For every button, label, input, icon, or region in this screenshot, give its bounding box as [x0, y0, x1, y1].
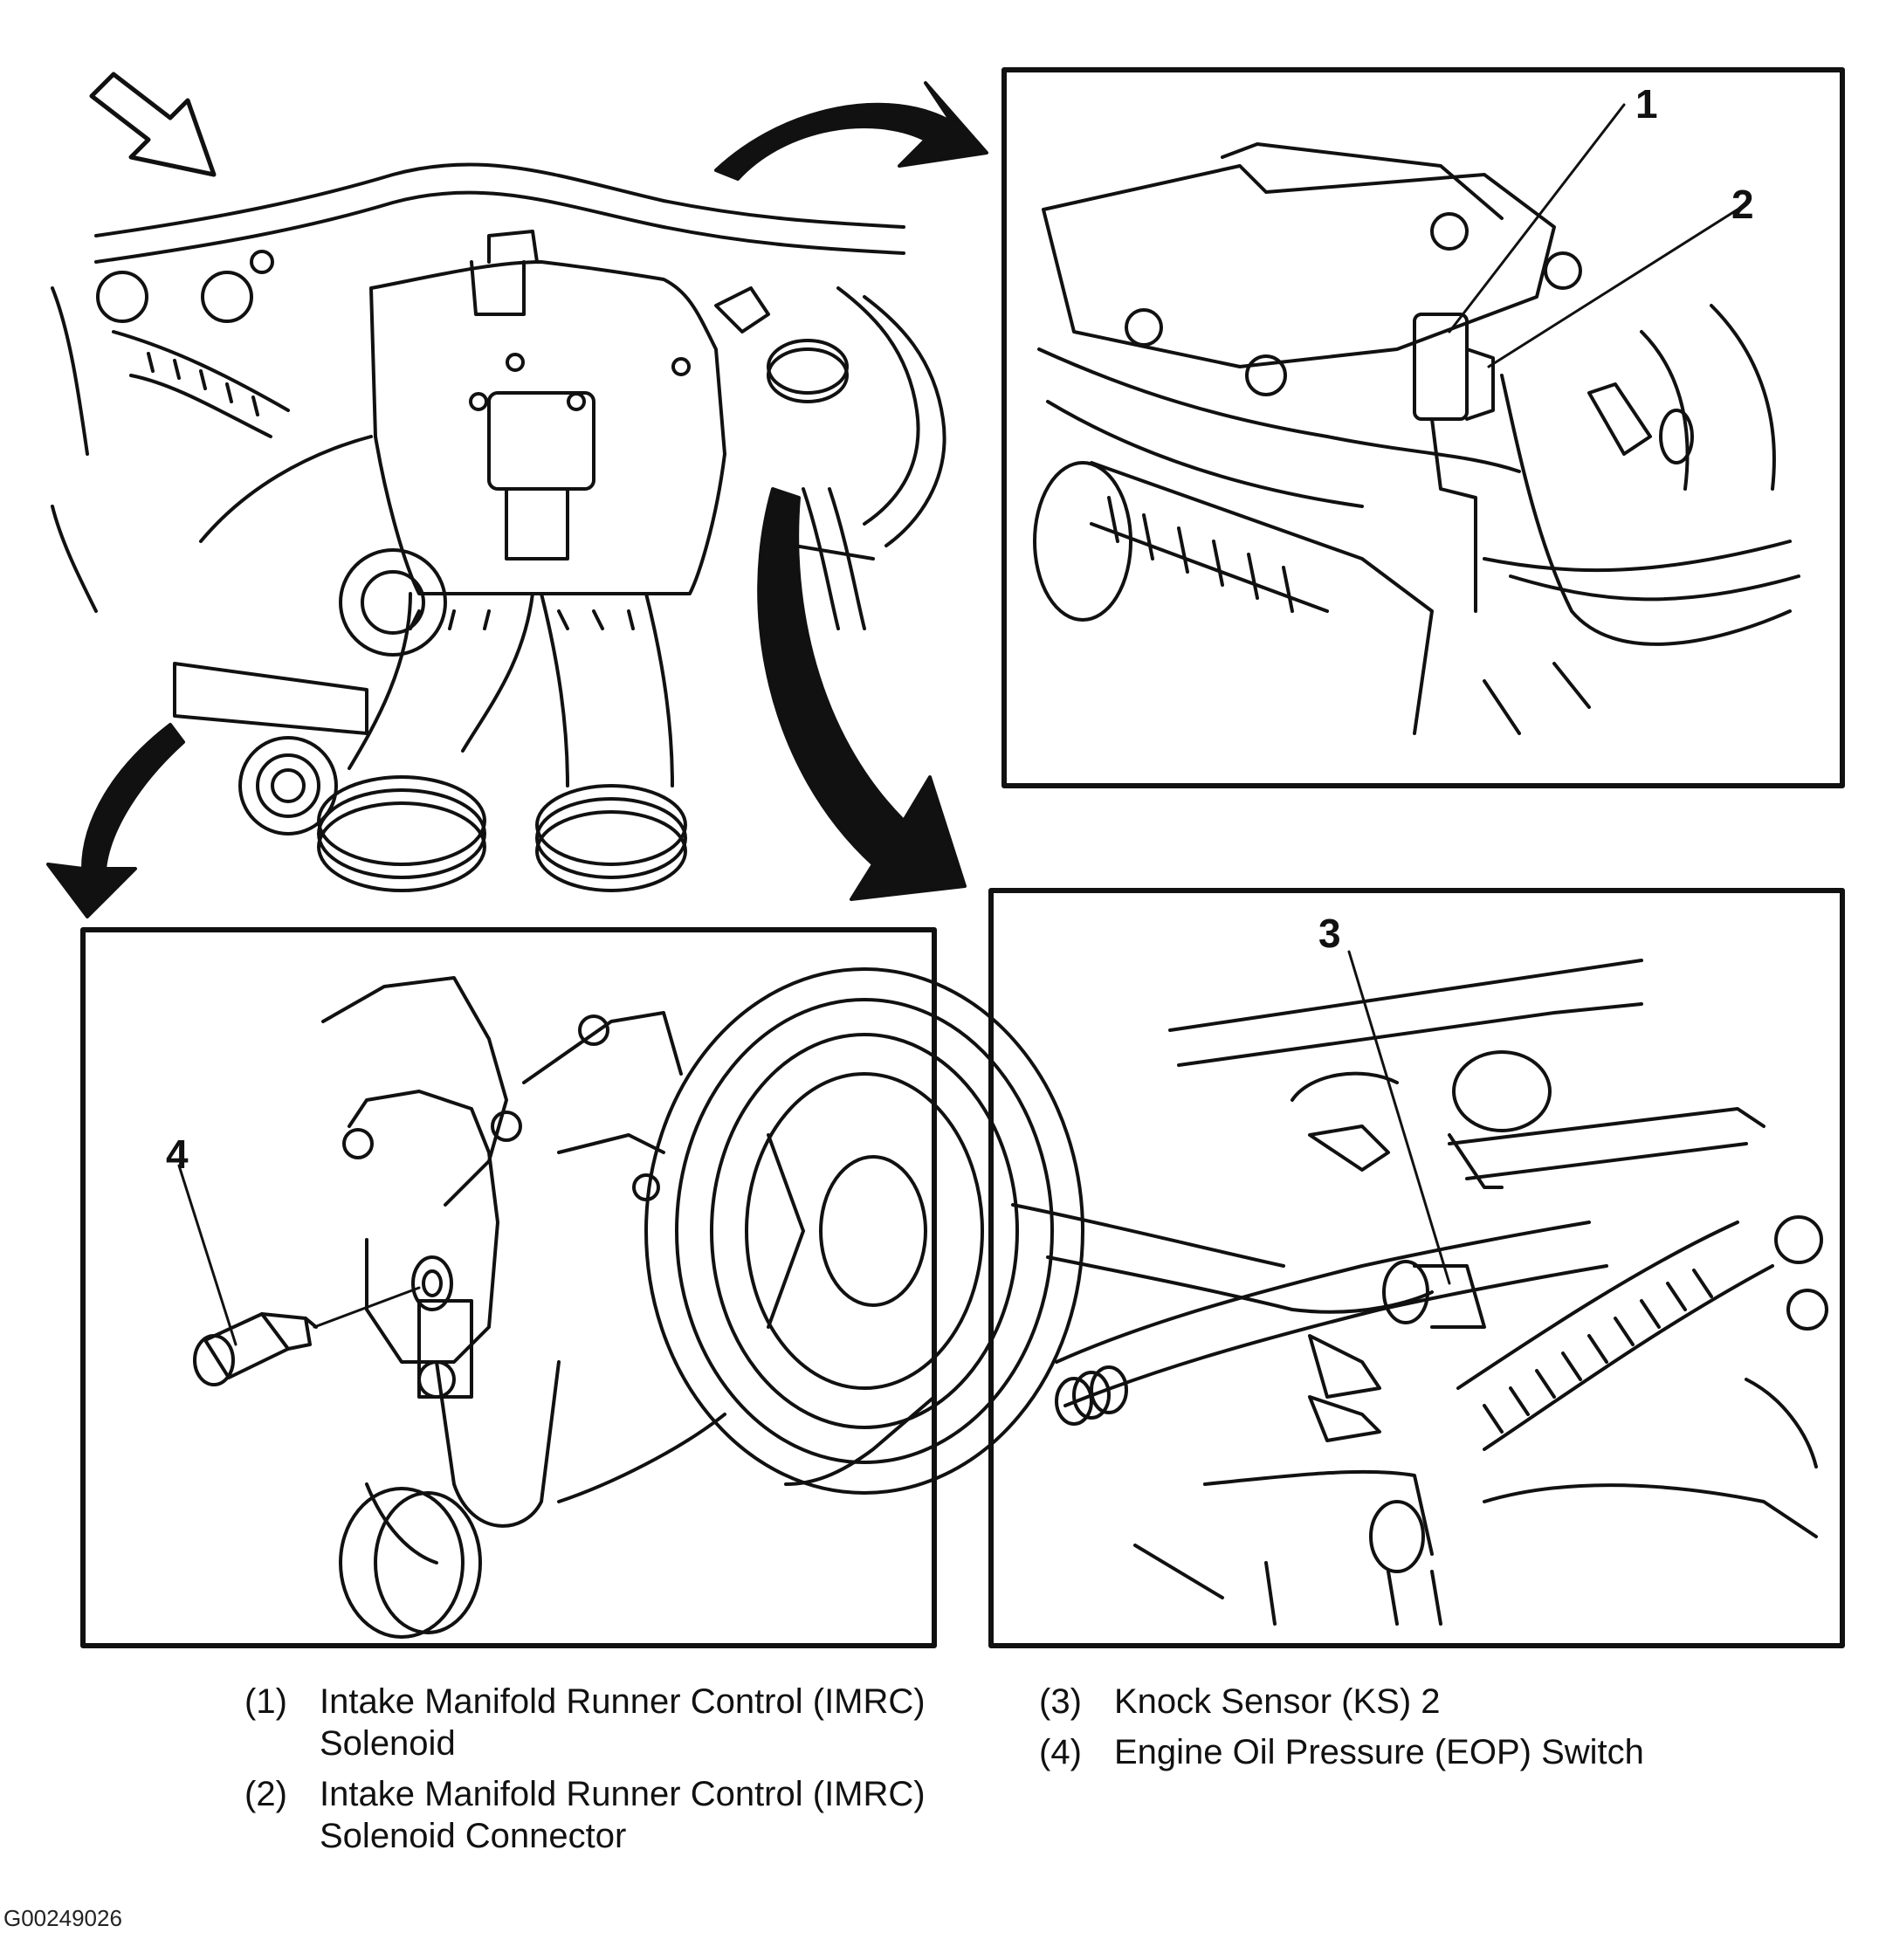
- legend-text: Intake Manifold Runner Control (IMRC) So…: [320, 1775, 926, 1855]
- inset-frame-top-right: [1001, 67, 1845, 788]
- callout-3: 3: [1318, 911, 1341, 956]
- leader-line-2: [1487, 208, 1739, 368]
- engine-overview: [46, 72, 988, 918]
- arrow-to-inset-bottom-right: [757, 487, 967, 901]
- legend-index: (4): [1039, 1733, 1082, 1771]
- arrow-to-inset-bottom-left: [46, 723, 185, 918]
- legend-item: (1) Intake Manifold Runner Control (IMRC…: [244, 1681, 995, 1764]
- leader-line-4: [177, 1164, 237, 1346]
- legend-index: (1): [244, 1682, 287, 1721]
- leader-line-1: [1448, 103, 1626, 334]
- legend-text: Intake Manifold Runner Control (IMRC) So…: [320, 1682, 926, 1763]
- eop-insertion-line: [313, 1286, 421, 1329]
- legend-index: (3): [1039, 1682, 1082, 1721]
- callout-4: 4: [166, 1131, 189, 1177]
- legend-right: (3) Knock Sensor (KS) 2 (4) Engine Oil P…: [1039, 1681, 1755, 1782]
- legend-item: (4) Engine Oil Pressure (EOP) Switch: [1039, 1731, 1755, 1773]
- inset-imrc-solenoid: [1001, 67, 1845, 788]
- view-direction-arrow: [89, 72, 217, 177]
- leader-line-3: [1347, 950, 1451, 1285]
- figure-id: G00249026: [3, 1905, 122, 1931]
- legend-left: (1) Intake Manifold Runner Control (IMRC…: [244, 1681, 995, 1866]
- inset-frame-bottom-right: [988, 888, 1845, 1648]
- inset-frame-bottom-left: [80, 927, 937, 1648]
- inset-eop-switch: [80, 927, 1084, 1648]
- legend-text: Engine Oil Pressure (EOP) Switch: [1114, 1733, 1644, 1771]
- inset-knock-sensor: [988, 888, 1845, 1648]
- legend-text: Knock Sensor (KS) 2: [1114, 1682, 1441, 1721]
- legend-item: (2) Intake Manifold Runner Control (IMRC…: [244, 1773, 995, 1857]
- legend-index: (2): [244, 1775, 287, 1813]
- callout-1: 1: [1635, 81, 1658, 127]
- legend-item: (3) Knock Sensor (KS) 2: [1039, 1681, 1755, 1723]
- arrow-to-inset-top-right: [714, 81, 988, 181]
- callout-2: 2: [1731, 182, 1754, 227]
